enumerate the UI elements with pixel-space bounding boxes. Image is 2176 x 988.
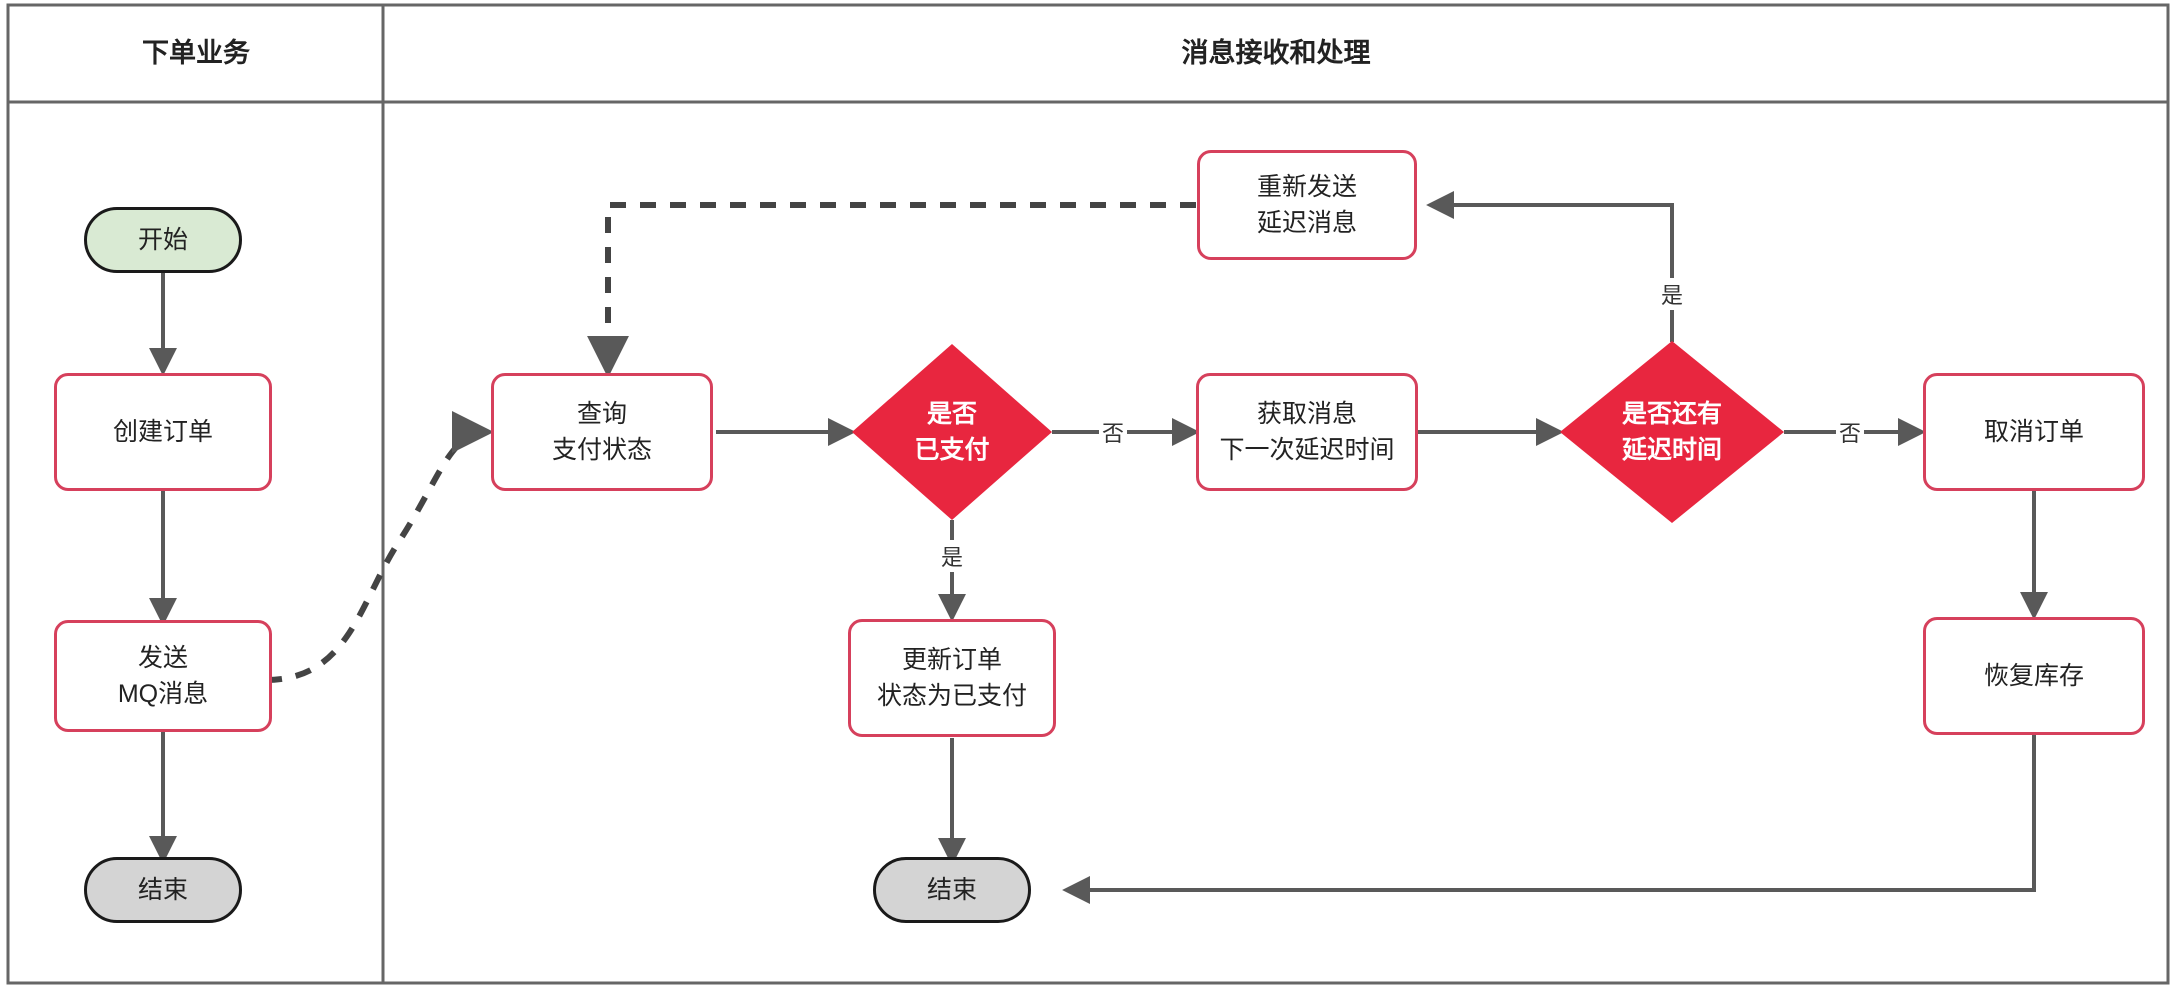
node-has-delay[interactable]: 是否还有 延迟时间: [1560, 341, 1784, 523]
node-restore-stock-label: 恢复库存: [1983, 661, 2084, 690]
node-send-mq-line1: 发送: [137, 643, 188, 672]
lane-title-message: 消息接收和处理: [1181, 37, 1371, 68]
node-resend-delay-line2: 延迟消息: [1256, 209, 1357, 237]
edge-resend-to-query-dashed: [587, 202, 1196, 378]
edge-hasdelay-yes-to-resend: [1426, 191, 1674, 342]
node-get-next-delay[interactable]: 获取消息 下一次延迟时间: [1196, 373, 1418, 491]
node-restore-stock[interactable]: 恢复库存: [1923, 617, 2145, 735]
node-resend-delay-line1: 重新发送: [1256, 172, 1357, 201]
node-cancel-order[interactable]: 取消订单: [1923, 373, 2145, 491]
node-has-delay-label: 是否还有 延迟时间: [1622, 396, 1722, 469]
node-is-paid-line1: 是否: [926, 399, 977, 428]
node-resend-delay-message[interactable]: 重新发送 延迟消息: [1197, 150, 1417, 260]
node-end-center[interactable]: 结束: [873, 857, 1031, 923]
edge-label-is-paid-no: 否: [1098, 416, 1128, 448]
node-query-pay-status[interactable]: 查询 支付状态: [491, 373, 713, 491]
node-has-delay-line1: 是否还有: [1621, 399, 1722, 428]
node-update-order[interactable]: 更新订单 状态为已支付: [848, 619, 1056, 737]
node-start[interactable]: 开始: [84, 207, 242, 273]
node-get-next-delay-line2: 下一次延迟时间: [1219, 436, 1395, 464]
node-has-delay-line2: 延迟时间: [1621, 436, 1722, 464]
node-send-mq[interactable]: 发送 MQ消息: [54, 620, 272, 732]
node-cancel-order-label: 取消订单: [1983, 417, 2084, 446]
diamond-shape-is-paid: [852, 344, 1052, 520]
node-create-order-label: 创建订单: [112, 417, 213, 446]
node-is-paid-line2: 已支付: [914, 436, 990, 464]
edge-restore-to-end: [1062, 735, 2036, 904]
node-query-pay-line1: 查询: [576, 399, 627, 428]
node-send-mq-line2: MQ消息: [117, 680, 209, 708]
node-query-pay-line2: 支付状态: [551, 436, 652, 464]
node-update-order-line2: 状态为已支付: [876, 682, 1027, 710]
diamond-shape-has-delay: [1560, 341, 1784, 523]
node-create-order[interactable]: 创建订单: [54, 373, 272, 491]
node-is-paid[interactable]: 是否 已支付: [852, 344, 1052, 520]
node-start-label: 开始: [137, 225, 188, 254]
node-end-left-label: 结束: [137, 875, 188, 904]
edge-label-has-delay-no: 否: [1835, 416, 1865, 448]
node-end-left[interactable]: 结束: [84, 857, 242, 923]
node-is-paid-label: 是否 已支付: [914, 396, 989, 469]
node-end-center-label: 结束: [926, 875, 977, 904]
node-update-order-line1: 更新订单: [901, 645, 1002, 674]
edge-label-has-delay-yes: 是: [1657, 278, 1687, 310]
node-get-next-delay-line1: 获取消息: [1256, 399, 1357, 428]
lane-title-order: 下单业务: [142, 37, 250, 68]
edge-label-is-paid-yes: 是: [937, 540, 967, 572]
lane-frame: [6, 3, 2170, 985]
edge-send-to-query-dashed: [265, 411, 494, 683]
